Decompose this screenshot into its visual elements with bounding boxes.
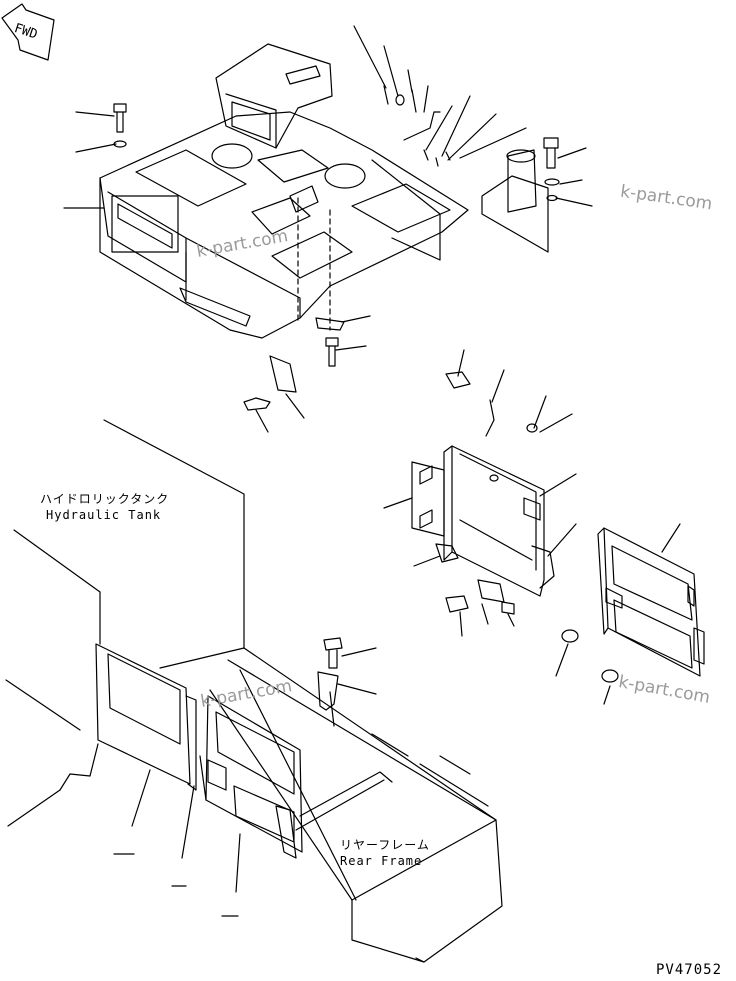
bolt-icon (244, 398, 270, 410)
leader-lines-right (556, 524, 680, 704)
knob-icon (602, 670, 618, 682)
washer-icon (545, 179, 559, 185)
bracket-icon (270, 318, 344, 392)
leader-lines-middle (384, 350, 576, 636)
knob-icon (562, 630, 578, 642)
bolt-icon (544, 138, 558, 168)
bracket-icon (318, 672, 338, 710)
top-cover-assembly (100, 44, 548, 338)
drawing-code: PV47052 (656, 962, 723, 978)
rear-frame (210, 648, 502, 962)
bolt-icon (114, 104, 126, 132)
right-door-cover (598, 528, 704, 676)
rear-frame-label-jp: リヤーフレーム (340, 838, 430, 852)
fwd-arrow-icon: FWD (2, 4, 54, 60)
leader-lines-bottom (114, 648, 376, 916)
bolt-icon (326, 338, 338, 366)
bolt-icon (446, 372, 470, 388)
washer-icon (527, 424, 537, 432)
bolt-icon (446, 596, 468, 612)
leader-lines-top (64, 26, 592, 432)
clip-icon (486, 400, 494, 436)
hydraulic-tank-label-jp: ハイドロリックタンク (40, 492, 170, 506)
bolt-icon (324, 638, 342, 668)
bolt-icon (502, 602, 514, 614)
clip-icon (384, 86, 450, 166)
hydraulic-tank-label-en: Hydraulic Tank (46, 508, 162, 522)
tank-side-panel (8, 644, 196, 826)
rear-frame-label-en: Rear Frame (340, 854, 423, 868)
hydraulic-tank (6, 420, 244, 730)
fwd-label: FWD (12, 21, 39, 43)
center-door (200, 696, 302, 858)
bracket-assembly (412, 446, 554, 602)
